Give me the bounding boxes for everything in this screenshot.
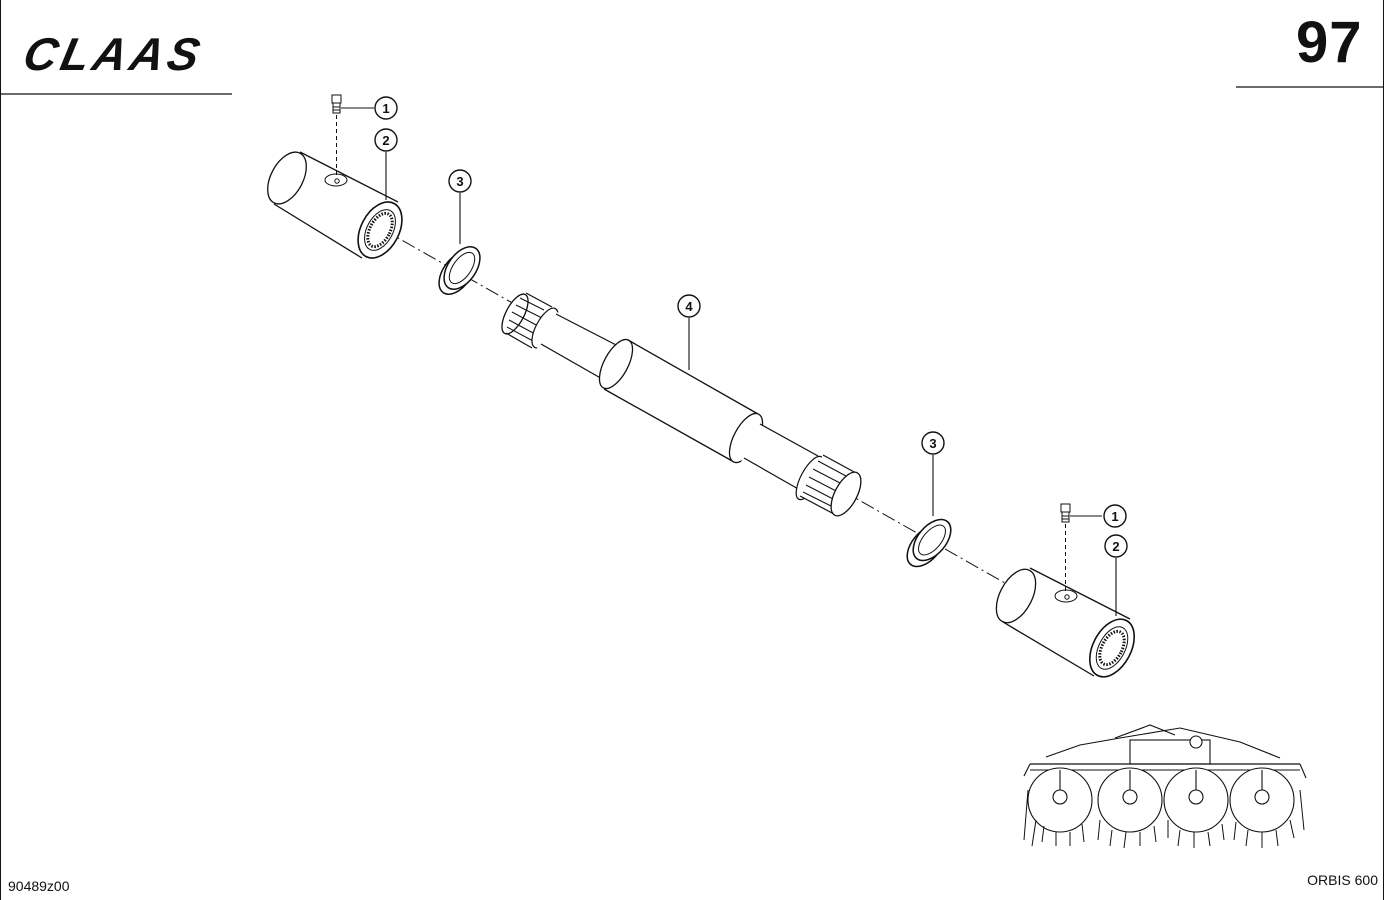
callout-balloon-1-top: 1	[374, 96, 398, 120]
svg-text:CLAAS: CLAAS	[19, 28, 208, 79]
callout-label: 2	[382, 133, 389, 148]
page-number: 97	[1296, 10, 1363, 75]
callout-balloon-4: 4	[677, 294, 701, 318]
drive-shaft	[501, 292, 862, 517]
callout-balloon-3-left: 3	[448, 169, 472, 193]
grease-nipple-right	[1060, 503, 1071, 592]
coupling-sleeve-left	[267, 151, 403, 259]
callout-balloon-1-bottom: 1	[1103, 504, 1127, 528]
ring-left	[438, 246, 481, 295]
callout-label: 1	[1111, 509, 1118, 524]
callout-label: 4	[685, 299, 693, 314]
callout-label: 2	[1112, 539, 1119, 554]
grease-nipple-left	[331, 94, 342, 176]
model-name: ORBIS 600	[1307, 872, 1378, 888]
machine-thumbnail	[1023, 724, 1307, 849]
callout-balloon-2-bottom: 2	[1104, 534, 1128, 558]
claas-logo: CLAAS	[19, 28, 208, 79]
callout-label: 1	[382, 101, 389, 116]
callout-balloon-2-top: 2	[374, 128, 398, 152]
callout-balloon-3-right: 3	[921, 431, 945, 455]
callout-label: 3	[456, 174, 463, 189]
drawing-number: 90489z00	[8, 878, 70, 894]
callout-label: 3	[929, 436, 936, 451]
callout-leaders	[341, 107, 1117, 616]
ring-right	[906, 518, 952, 568]
coupling-sleeve-right	[995, 565, 1136, 678]
